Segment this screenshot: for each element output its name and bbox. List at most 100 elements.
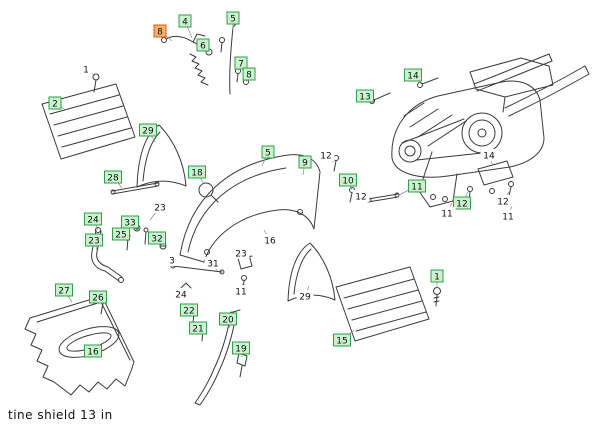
callout-number: 2 [52, 100, 58, 110]
callout-backing [204, 257, 222, 269]
callout-25: 25 [112, 227, 130, 241]
callout-highlight-box [178, 14, 192, 28]
callout-number: 6 [200, 42, 206, 52]
callout-number: 9 [302, 159, 308, 169]
callout-highlight-box [232, 341, 250, 355]
callout-highlight-box [84, 212, 102, 226]
callout-16: 16 [261, 234, 279, 247]
callout-10: 10 [339, 173, 357, 187]
callout-number: 11 [411, 183, 422, 193]
part-ring-clip-18 [198, 182, 219, 203]
callout-backing [352, 190, 370, 202]
part-tiller-assembly [333, 53, 590, 208]
callout-backing [166, 254, 178, 266]
callout-8: 8 [153, 24, 167, 38]
callout-number: 27 [58, 287, 69, 297]
callout-backing [480, 149, 498, 161]
leader-lines-layer [54, 18, 513, 358]
callout-1: 1 [430, 269, 444, 283]
callout-number: 11 [235, 288, 246, 298]
callout-number: 5 [265, 149, 271, 159]
callout-18: 18 [188, 165, 206, 179]
callout-9: 9 [298, 155, 312, 169]
callout-number: 23 [88, 237, 99, 247]
callout-number: 25 [115, 231, 126, 241]
callout-number: 33 [124, 219, 135, 229]
callout-highlight-box [104, 170, 122, 184]
callout-12: 12 [453, 196, 471, 210]
callout-highlight-box [84, 344, 102, 358]
callout-highlight-box [112, 227, 130, 241]
callout-backing [172, 288, 190, 300]
callout-5: 5 [226, 11, 240, 25]
callout-backing [80, 63, 92, 75]
callout-24: 24 [84, 212, 102, 226]
part-depth-stake [194, 309, 241, 406]
callout-backing [494, 195, 512, 207]
callout-12: 12 [317, 149, 335, 162]
callout-number: 24 [87, 216, 99, 226]
callout-backing [499, 210, 517, 222]
callout-highlight-box [226, 11, 240, 25]
callout-highlight-box [234, 56, 248, 70]
callout-highlight-box [180, 303, 198, 317]
part-side-shield-left [41, 83, 136, 160]
callout-number: 16 [87, 348, 99, 358]
part-bracket-19 [236, 352, 248, 378]
callout-14: 14 [404, 68, 422, 82]
callout-backing [261, 234, 279, 246]
callout-number: 12 [497, 198, 508, 208]
callout-backing [151, 201, 169, 213]
callout-19: 19 [232, 341, 250, 355]
callout-number: 23 [235, 250, 246, 260]
part-fan-shield-upper [136, 124, 187, 188]
callout-number: 1 [434, 273, 440, 283]
callout-7: 7 [234, 56, 248, 70]
callout-highlight-box [453, 196, 471, 210]
callout-highlight-box [261, 145, 275, 159]
callout-number: 22 [183, 307, 194, 317]
callout-highlight-box [242, 67, 256, 81]
callout-number: 20 [222, 316, 234, 326]
callout-number: 11 [441, 210, 452, 220]
callout-number: 1 [83, 66, 89, 76]
callout-number: 31 [207, 260, 218, 270]
callout-number: 23 [154, 204, 165, 214]
callout-2: 2 [48, 96, 62, 110]
part-side-shield-right [335, 266, 430, 342]
callout-5: 5 [261, 145, 275, 159]
callout-22: 22 [180, 303, 198, 317]
callout-highlight-box [188, 165, 206, 179]
callout-number: 7 [238, 60, 244, 70]
callout-23: 23 [232, 247, 250, 260]
callout-6: 6 [196, 38, 210, 52]
callout-21: 21 [189, 321, 207, 335]
callout-highlight-box [55, 283, 73, 297]
callout-24: 24 [172, 288, 190, 301]
callout-highlight-box [333, 333, 351, 347]
callout-11: 11 [438, 207, 456, 220]
callout-number: 32 [151, 235, 162, 245]
callout-highlight-box [430, 269, 444, 283]
callout-backing [232, 247, 250, 259]
callout-13: 13 [356, 89, 374, 103]
part-bracket-bar-28 [110, 181, 160, 195]
callout-highlight-box [356, 89, 374, 103]
callout-number: 12 [456, 200, 467, 210]
callout-number: 21 [192, 325, 203, 335]
callout-number: 12 [355, 193, 366, 203]
callout-highlight-box [404, 68, 422, 82]
callout-number: 5 [230, 15, 236, 25]
callout-number: 29 [142, 127, 154, 137]
diagram-caption: tine shield 13 in [8, 408, 113, 422]
callout-20: 20 [219, 312, 237, 326]
callout-23: 23 [151, 201, 169, 214]
callout-number: 26 [92, 294, 104, 304]
callout-highlight-box [85, 233, 103, 247]
callout-26: 26 [89, 290, 107, 304]
callout-32: 32 [148, 231, 166, 245]
callout-highlight-box [153, 24, 167, 38]
callout-number: 28 [107, 174, 119, 184]
